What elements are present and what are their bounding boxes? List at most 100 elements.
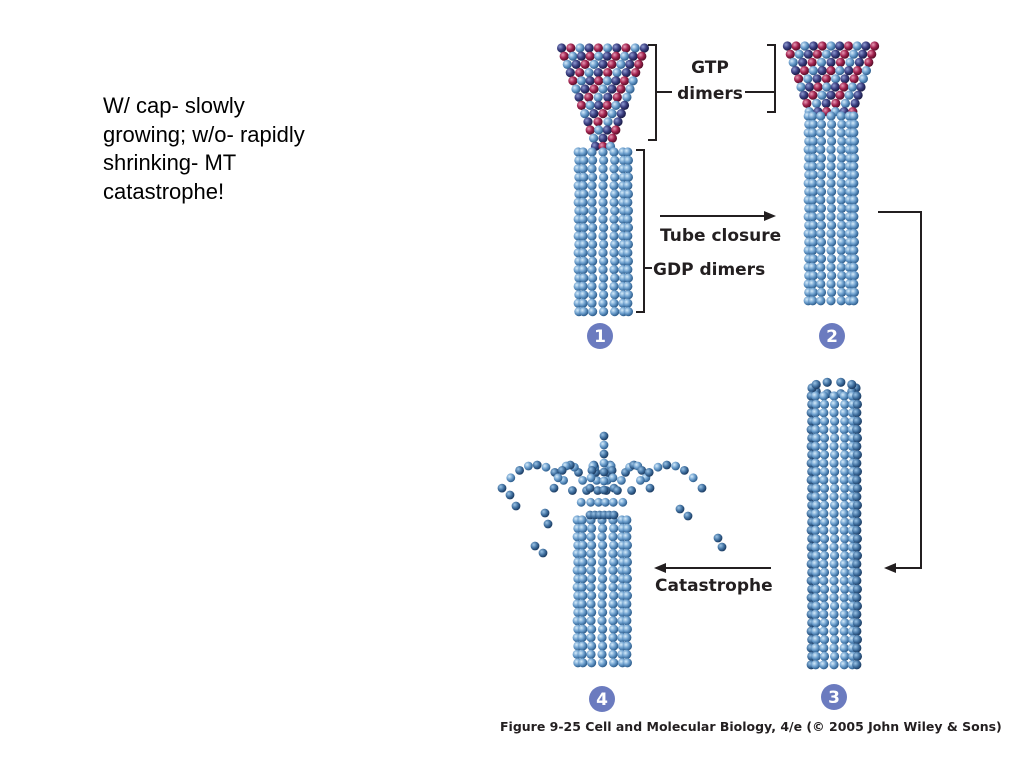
tubulin-subunit: [826, 279, 836, 289]
tubulin-subunit: [849, 203, 860, 213]
tubulin-subunit: [623, 248, 633, 258]
tubulin-subunit: [808, 111, 818, 121]
gtp-dimer-subunit: [628, 76, 638, 86]
peeling-protofilament-subunit: [609, 510, 619, 520]
tubulin-subunit: [609, 591, 619, 601]
tubulin-subunit: [808, 170, 818, 180]
tubulin-subunit: [609, 607, 619, 618]
gtp-dimer-subunit: [831, 74, 841, 84]
tubulin-subunit: [819, 399, 830, 409]
tubulin-subunit: [587, 281, 597, 291]
gtp-dimer-subunit: [602, 76, 612, 86]
tubulin-subunit: [598, 231, 608, 241]
gtp-dimer-subunit: [802, 98, 812, 108]
tubulin-subunit: [578, 540, 588, 550]
tubulin-subunit: [840, 517, 850, 527]
tubulin-subunit: [610, 155, 620, 165]
gtp-dimer-subunit: [813, 82, 823, 92]
tubulin-subunit: [852, 483, 863, 493]
tubulin-subunit: [819, 483, 830, 493]
tubulin-subunit: [816, 203, 827, 213]
tubulin-subunit: [819, 425, 829, 435]
gtp-dimer-subunit: [854, 57, 865, 67]
tubulin-subunit: [622, 549, 632, 559]
tubulin-subunit: [826, 296, 836, 306]
tubulin-subunit: [622, 515, 632, 525]
tubulin-subunit: [839, 458, 849, 468]
tubulin-subunit: [609, 540, 619, 550]
tubulin-subunit: [586, 549, 596, 559]
catastrophe-arrowhead: [654, 563, 666, 573]
peeling-protofilament-subunit: [586, 473, 596, 483]
tubulin-subunit: [819, 609, 829, 620]
peeling-protofilament-subunit: [680, 466, 689, 475]
tubulin-subunit: [577, 515, 587, 525]
tubulin-subunit: [577, 649, 587, 660]
tubulin-subunit: [830, 651, 840, 662]
tubulin-subunit: [852, 635, 863, 645]
tubulin-subunit: [623, 147, 633, 157]
tubulin-subunit: [808, 145, 818, 155]
tubulin-subunit: [852, 416, 863, 426]
gtp-dimer-subunit: [817, 66, 827, 76]
svg-text:3: 3: [828, 688, 840, 708]
tubulin-subunit: [816, 161, 826, 171]
tubulin-subunit: [811, 551, 821, 561]
tubulin-subunit: [839, 643, 849, 653]
gtp-dimer-subunit: [612, 92, 622, 102]
gtp-dimer-subunit: [571, 84, 581, 94]
tubulin-subunit: [608, 582, 618, 592]
peeling-protofilament-subunit: [497, 483, 507, 493]
tubulin-subunit: [836, 245, 846, 255]
tubulin-subunit: [808, 136, 818, 146]
gtp-dimer-subunit: [807, 57, 817, 67]
tubulin-subunit: [811, 609, 821, 620]
gtp-dimer-subunit: [844, 90, 854, 100]
gtp-dimer-subunit: [598, 59, 608, 69]
tubulin-subunit: [587, 591, 597, 601]
gtp-dimer-subunit: [568, 51, 578, 61]
tubulin-subunit: [608, 649, 618, 660]
gtp-dimer-subunit: [808, 41, 819, 51]
gtp-dimer-subunit: [585, 125, 595, 135]
gtp-dimer-subunit: [574, 92, 584, 102]
gtp-dimer-subunit: [584, 68, 594, 78]
tubulin-subunit: [819, 467, 830, 477]
tubulin-subunit: [622, 591, 633, 601]
tubulin-subunit: [808, 220, 818, 230]
tubulin-subunit: [578, 607, 588, 618]
tubulin-subunit: [578, 557, 588, 567]
peeling-protofilament-subunit: [697, 483, 707, 493]
tubulin-subunit: [829, 425, 839, 435]
tubulin-subunit: [578, 281, 588, 291]
tubulin-subunit: [587, 624, 597, 634]
tubulin-subunit: [623, 290, 634, 300]
tubulin-subunit: [849, 119, 860, 129]
tubulin-subunit: [622, 649, 632, 660]
tubulin-subunit: [811, 601, 821, 611]
tubulin-subunit: [811, 576, 821, 586]
peeling-protofilament-subunit: [617, 476, 626, 485]
tubulin-subunit: [598, 164, 608, 174]
tubulin-subunit: [849, 161, 859, 171]
tubulin-subunit: [836, 111, 846, 121]
gtp-dimer-subunit: [847, 82, 858, 92]
tubulin-subunit: [597, 633, 607, 643]
gtp-dimer-subunit: [613, 117, 623, 127]
free-dimer-subunit: [511, 501, 521, 511]
gtp-dimer-subunit: [584, 92, 594, 102]
tubulin-subunit: [609, 265, 619, 275]
tubulin-subunit: [811, 500, 821, 510]
peeling-protofilament-subunit: [549, 483, 559, 493]
peeling-protofilament-subunit: [593, 486, 603, 495]
peeling-protofilament-subunit: [688, 473, 698, 483]
gtp-dimer-subunit: [562, 59, 572, 69]
tubulin-subunit: [819, 492, 829, 502]
tubulin-subunit: [578, 574, 588, 584]
tubulin-subunit: [588, 223, 598, 233]
gtp-dimer-subunit: [861, 41, 871, 51]
tubulin-subunit: [599, 273, 609, 283]
tubulin-subunit: [816, 195, 826, 205]
tubulin-subunit: [598, 540, 608, 550]
tubulin-subunit: [597, 532, 607, 542]
